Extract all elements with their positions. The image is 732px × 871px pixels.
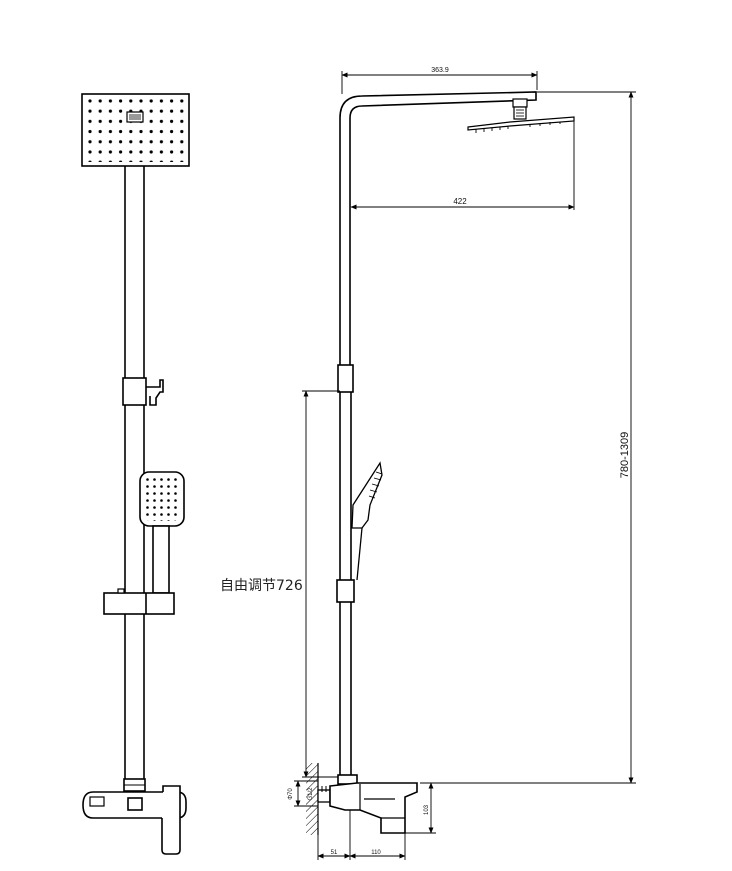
front-mixer-outlet (127, 797, 143, 811)
dim-spout-height: 103 (424, 804, 430, 815)
dim-free-adjust: 自由调节726 (220, 578, 303, 594)
dim-arm-length: 363.9 (431, 67, 449, 74)
side-holder (336, 579, 355, 603)
dim-head-offset: 422 (453, 197, 467, 206)
dimension-lines (294, 71, 636, 860)
side-mixer-body (329, 782, 418, 834)
dim-valve-width: 110 (371, 850, 381, 856)
dim-thread-spec: G1/2 (308, 787, 314, 801)
dim-wall-depth: 51 (331, 850, 338, 856)
front-view (81, 93, 190, 855)
side-overhead-arm (339, 91, 537, 365)
side-coupler (337, 364, 354, 393)
dim-total-height: 780-1309 (619, 432, 631, 479)
front-hand-shower-handle (152, 525, 170, 594)
dim-pipe-diameter: Φ70 (288, 788, 294, 800)
front-hand-shower-holes (145, 477, 179, 521)
front-mixer-handle (161, 785, 181, 855)
side-head-swivel (512, 98, 528, 108)
side-hand-shower (351, 461, 383, 529)
front-holder-bracket (103, 592, 175, 615)
front-diverter (122, 377, 147, 406)
side-view (306, 91, 575, 835)
front-shower-head-holes (86, 98, 185, 162)
